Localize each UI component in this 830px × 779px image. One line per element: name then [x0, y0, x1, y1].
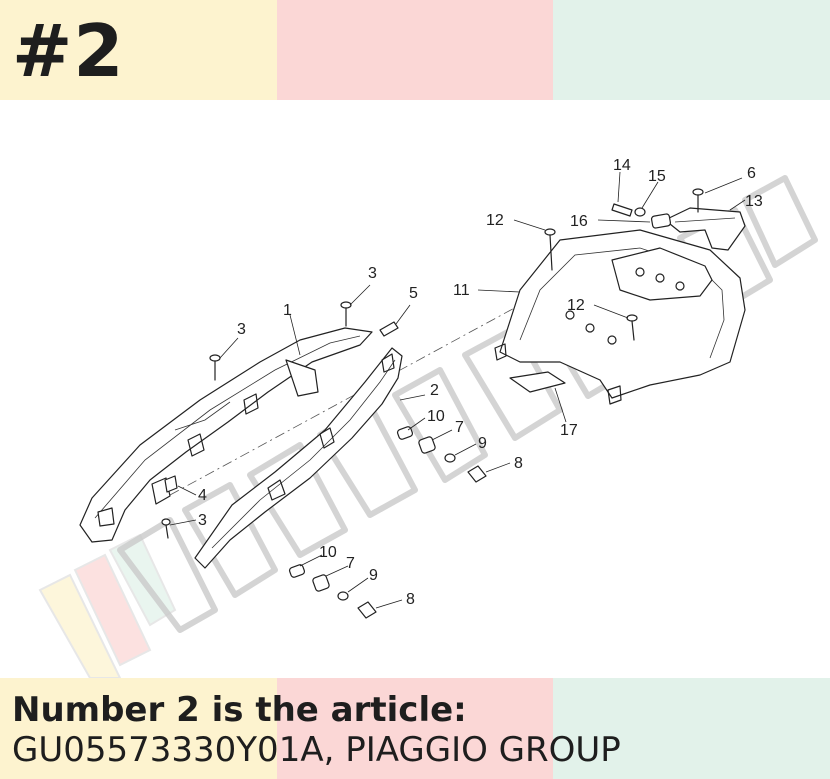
- callout-3-left: 3: [237, 321, 246, 338]
- parts-drawing: 1 2 3 3 3 4 5 6 7 7 8 8 9 9 10 10 11 12 …: [38, 157, 818, 678]
- footer-pink-block: [276, 678, 554, 779]
- header-pink-block: [276, 0, 554, 100]
- grommet-7-lower: [312, 574, 330, 592]
- header-mint-block: [553, 0, 830, 100]
- part-2-lower-fairing: [194, 347, 403, 569]
- callout-3-lower: 3: [198, 512, 207, 529]
- callout-15: 15: [648, 168, 666, 185]
- grommet-7-upper: [418, 436, 436, 454]
- callout-8-upper: 8: [514, 455, 523, 472]
- callout-17: 17: [560, 422, 578, 439]
- callout-numbers: 1 2 3 3 3 4 5 6 7 7 8 8 9 9 10 10 11 12 …: [198, 157, 763, 608]
- footer-yellow-block: [0, 678, 277, 779]
- screw-3-left: [209, 354, 221, 381]
- screw-6: [692, 188, 704, 213]
- spacer-10-lower: [288, 564, 306, 578]
- callout-1: 1: [283, 302, 292, 319]
- washer-9-upper: [444, 453, 456, 463]
- article-caption-heading: Number 2 is the article:: [12, 690, 467, 730]
- callout-9-lower: 9: [369, 567, 378, 584]
- leader-lines: [169, 171, 746, 609]
- part-16-spacer: [650, 213, 672, 229]
- callout-2: 2: [430, 382, 439, 399]
- footer-band: [0, 678, 830, 779]
- bolt-8-upper: [467, 465, 487, 483]
- callout-7-lower: 7: [346, 555, 355, 572]
- screw-3-upper: [340, 301, 352, 327]
- callout-13: 13: [745, 193, 763, 210]
- clip-4: [164, 475, 178, 493]
- watermark-color-stripes: [38, 533, 177, 678]
- exploded-parts-diagram: 1 2 3 3 3 4 5 6 7 7 8 8 9 9 10 10 11 12 …: [0, 100, 830, 678]
- fasteners: [161, 188, 704, 619]
- bolt-8-lower: [357, 601, 377, 619]
- screw-5: [379, 321, 399, 337]
- part-13-bracket: [664, 207, 746, 251]
- washer-9-lower: [337, 591, 349, 601]
- callout-3-upper: 3: [368, 265, 377, 282]
- callout-16: 16: [570, 213, 588, 230]
- washer-15: [634, 207, 646, 217]
- callout-5: 5: [409, 285, 418, 302]
- screw-12-left: [544, 228, 556, 271]
- item-number-badge: #2: [12, 9, 125, 93]
- callout-14: 14: [613, 157, 631, 174]
- callout-7-upper: 7: [455, 419, 464, 436]
- callout-12-right: 12: [567, 297, 585, 314]
- callout-6: 6: [747, 165, 756, 182]
- callout-12-upper: 12: [486, 212, 504, 229]
- callout-8-lower: 8: [406, 591, 415, 608]
- article-code: GU05573330Y01A, PIAGGIO GROUP: [12, 730, 621, 770]
- part-1-upper-fairing: [79, 327, 373, 543]
- footer-mint-block: [553, 678, 830, 779]
- screw-14: [611, 203, 633, 217]
- callout-4: 4: [198, 487, 207, 504]
- screw-3-lower: [161, 518, 171, 539]
- header-band: [0, 0, 830, 100]
- part-11-rear-frame: [494, 229, 746, 405]
- callout-11: 11: [453, 282, 470, 299]
- callout-10-lower: 10: [319, 544, 337, 561]
- callout-9-upper: 9: [478, 435, 487, 452]
- header-yellow-block: [0, 0, 277, 100]
- part-17-plate: [509, 371, 566, 393]
- callout-10-upper: 10: [427, 408, 445, 425]
